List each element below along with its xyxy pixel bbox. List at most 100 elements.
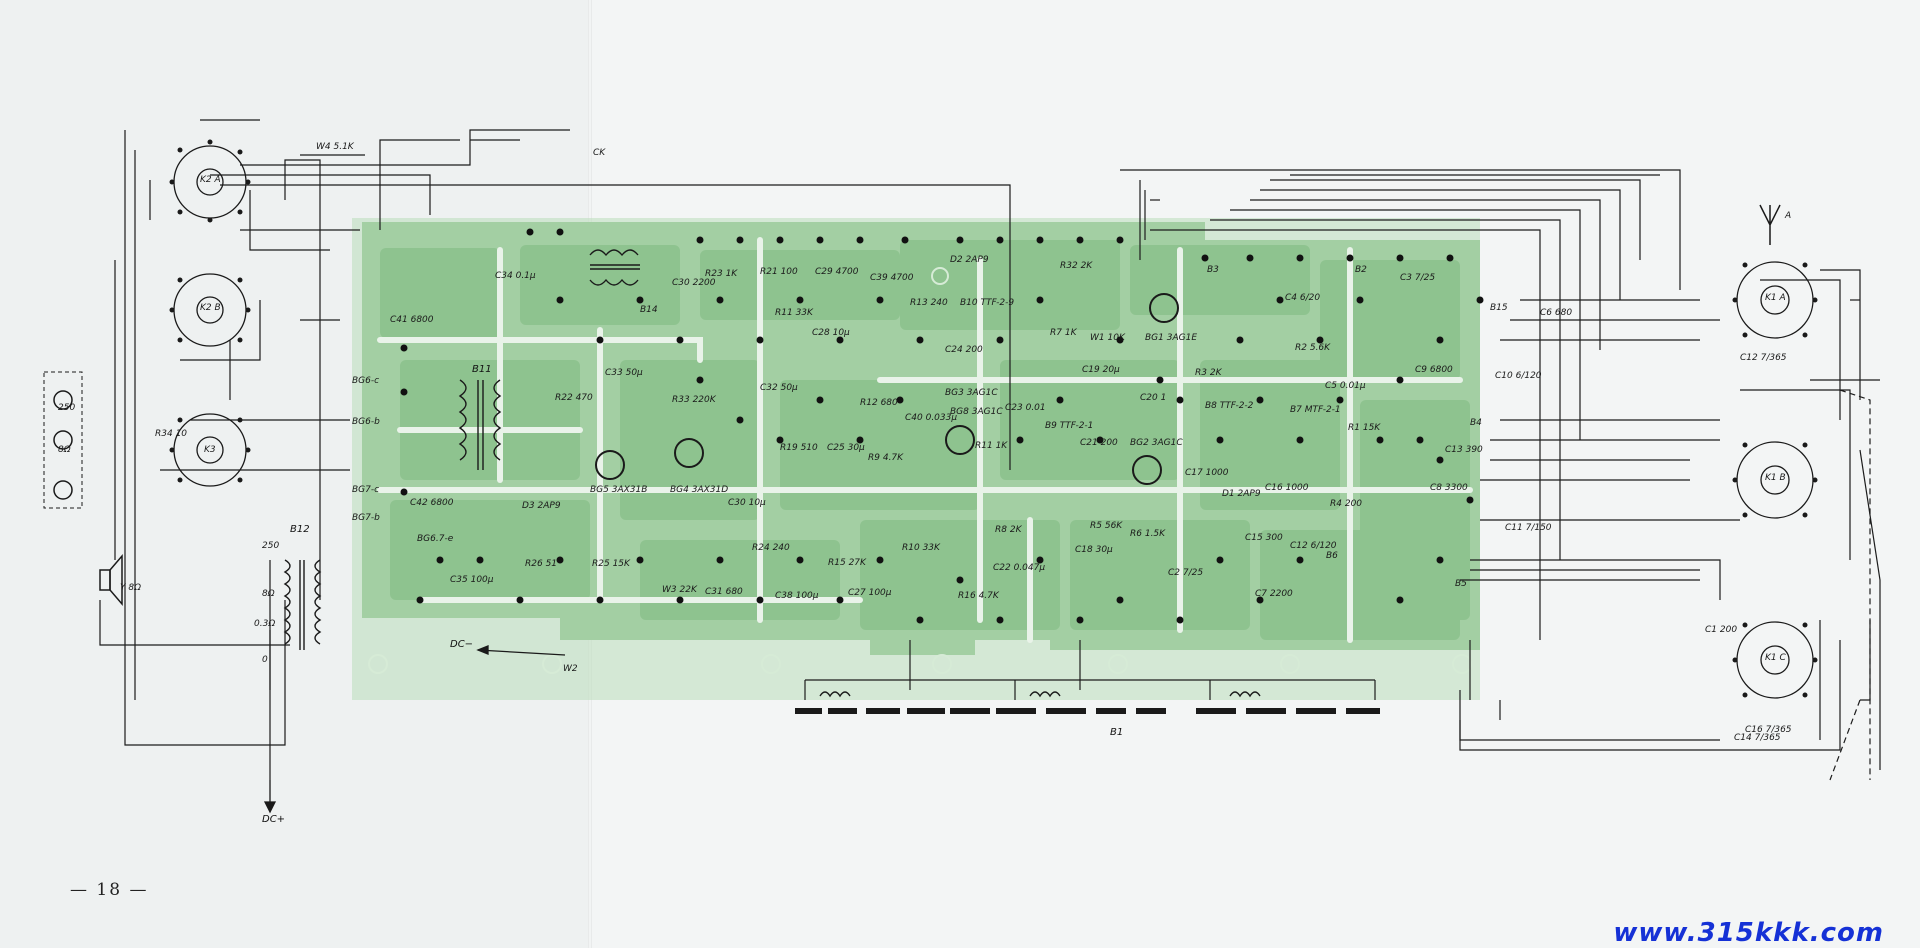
label-tap-8: 8Ω xyxy=(262,589,275,599)
label-c10: C10 6/120 xyxy=(1495,371,1542,381)
antenna-icon: A xyxy=(1759,204,1791,245)
jack-labels: 250 8Ω Y 8Ω 250 8Ω 0.3Ω 0 xyxy=(58,403,279,665)
label-c15: C15 300 xyxy=(1245,533,1283,543)
label-c27: C27 100μ xyxy=(848,588,892,598)
label-r8: R8 2K xyxy=(995,525,1023,535)
label-b10: B10 TTF-2-9 xyxy=(960,298,1014,308)
label-c22: C22 0.047μ xyxy=(993,563,1045,573)
dc-arrows xyxy=(263,645,566,814)
label-w1: W1 10K xyxy=(1090,333,1126,343)
speaker-icon xyxy=(99,553,123,607)
label-c34: C34 0.1μ xyxy=(495,271,536,281)
label-c5: C5 0.01μ xyxy=(1325,381,1366,391)
label-c41: C41 6800 xyxy=(390,315,434,325)
label-c12: C12 7/365 xyxy=(1740,353,1787,363)
label-bg6b: BG6-b xyxy=(352,417,380,427)
label-r19: R19 510 xyxy=(780,443,818,453)
label-c7: C7 2200 xyxy=(1255,589,1293,599)
label-c29: C29 4700 xyxy=(815,267,859,277)
label-r1: R1 15K xyxy=(1348,423,1381,433)
label-b12: B12 xyxy=(290,524,310,535)
label-dc-minus: DC− xyxy=(450,639,473,650)
label-ck: CK xyxy=(593,148,606,158)
label-c21: C21 200 xyxy=(1080,438,1118,448)
label-c38: C38 100μ xyxy=(775,591,819,601)
transformer-b12 xyxy=(283,559,322,650)
label-bg5: BG5 3AX31B xyxy=(590,485,647,495)
label-b9: B9 TTF-2-1 xyxy=(1045,421,1093,431)
label-b8: B8 TTF-2-2 xyxy=(1205,401,1254,411)
label-c31: C31 680 xyxy=(705,587,743,597)
label-r2: R2 5.6K xyxy=(1295,343,1331,353)
label-r15: R15 27K xyxy=(828,558,867,568)
label-b3: B3 xyxy=(1207,265,1219,275)
label-c19: C19 20μ xyxy=(1082,365,1120,375)
label-r6: R6 1.5K xyxy=(1130,529,1166,539)
label-c13: C13 390 xyxy=(1445,445,1483,455)
label-dc-plus: DC+ xyxy=(262,814,285,825)
label-r4: R4 200 xyxy=(1330,499,1362,509)
label-b7: B7 MTF-2-1 xyxy=(1290,405,1341,415)
label-k1c: K1 C xyxy=(1765,653,1786,663)
svg-text:A: A xyxy=(1784,211,1791,221)
label-r3: R3 2K xyxy=(1195,368,1223,378)
label-bg7c: BG7-c xyxy=(352,485,379,495)
label-w2: W2 xyxy=(563,664,578,674)
transformer-b14 xyxy=(589,249,640,286)
label-r32: R32 2K xyxy=(1060,261,1093,271)
label-c32: C32 50μ xyxy=(760,383,798,393)
label-c18: C18 30μ xyxy=(1075,545,1113,555)
label-board-b1: B1 xyxy=(1110,727,1123,738)
label-r5: R5 56K xyxy=(1090,521,1123,531)
label-r11b: R11 1K xyxy=(975,441,1008,451)
label-r12: R12 680 xyxy=(860,398,898,408)
wiring xyxy=(99,119,1881,781)
label-jack-250: 250 xyxy=(58,403,75,413)
label-c16: C16 1000 xyxy=(1265,483,1309,493)
label-b5: B5 xyxy=(1455,579,1467,589)
page-number: — 18 — xyxy=(70,880,149,900)
switch-pins xyxy=(169,139,1818,698)
label-k1b: K1 B xyxy=(1765,473,1786,483)
label-c3: C3 7/25 xyxy=(1400,273,1435,283)
label-r11: R11 33K xyxy=(775,308,814,318)
connector-labels: BG6-c BG6-b BG7-c BG7-b BG6.7-e DC− DC+ xyxy=(262,376,473,825)
label-bg3: BG3 3AG1C xyxy=(945,388,998,398)
label-c6: C6 680 xyxy=(1540,308,1572,318)
label-k2b: K2 B xyxy=(200,303,221,313)
label-k1a: K1 A xyxy=(1765,293,1786,303)
output-jack-panel xyxy=(43,371,83,509)
switch-labels: K2 A K2 B K3 K1 A K1 B K1 C xyxy=(200,175,1786,663)
label-c30b: C30 10μ xyxy=(728,498,766,508)
label-c11: C11 7/150 xyxy=(1505,523,1552,533)
label-bg2: BG2 3AG1C xyxy=(1130,438,1183,448)
label-b2: B2 xyxy=(1355,265,1367,275)
label-r7: R7 1K xyxy=(1050,328,1078,338)
label-r9: R9 4.7K xyxy=(868,453,904,463)
label-c35: C35 100μ xyxy=(450,575,494,585)
label-r24: R24 240 xyxy=(752,543,790,553)
label-r22: R22 470 xyxy=(555,393,593,403)
watermark: www.315kkk.com xyxy=(1613,918,1884,948)
label-tap-0: 0 xyxy=(262,655,268,665)
label-c17: C17 1000 xyxy=(1185,468,1229,478)
label-w3: W3 22K xyxy=(662,585,698,595)
label-k2a: K2 A xyxy=(200,175,221,185)
label-c40: C40 0.033μ xyxy=(905,413,957,423)
label-c20: C20 1 xyxy=(1140,393,1166,403)
label-c33: C33 50μ xyxy=(605,368,643,378)
label-c42: C42 6800 xyxy=(410,498,454,508)
label-c24: C24 200 xyxy=(945,345,983,355)
transistors xyxy=(595,293,1179,485)
label-bg6c: BG6-c xyxy=(352,376,379,386)
label-c23: C23 0.01 xyxy=(1005,403,1046,413)
label-bg8: BG8 3AG1C xyxy=(950,407,1003,417)
label-speaker: Y 8Ω xyxy=(120,583,141,593)
label-r33: R33 220K xyxy=(672,395,717,405)
label-c4: C4 6/20 xyxy=(1285,293,1320,303)
component-labels: R32 2K D2 2AP9 B3 B2 C3 7/25 C4 6/20 B15… xyxy=(155,142,1792,743)
label-r34: R34 10 xyxy=(155,429,187,439)
label-c12b: C12 6/120 xyxy=(1290,541,1337,551)
label-tap-03: 0.3Ω xyxy=(254,619,275,629)
coil-b1 xyxy=(795,691,1380,714)
